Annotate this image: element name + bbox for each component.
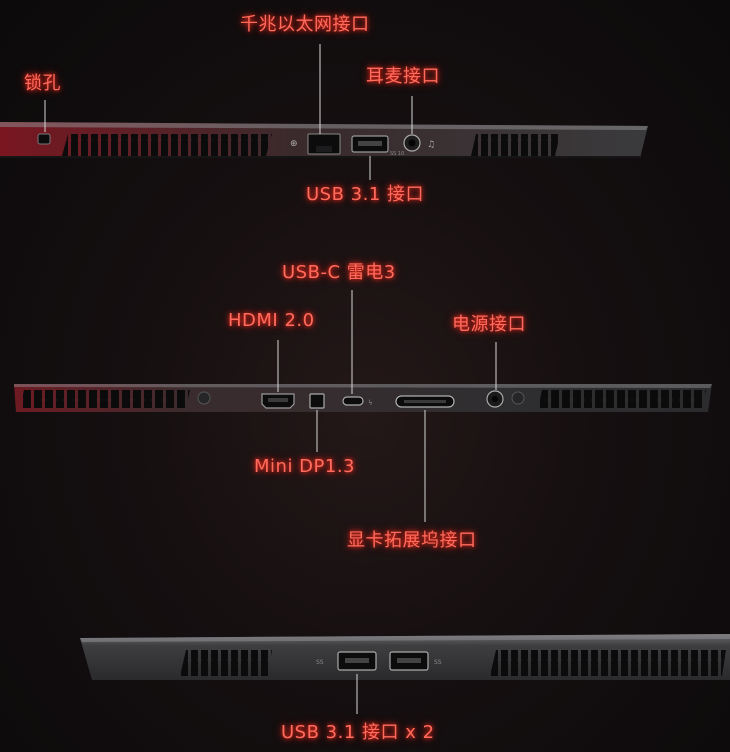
label-graphics-dock: 显卡拓展坞接口 [347, 530, 477, 551]
usb-a-port-icon: SS [316, 651, 377, 671]
ethernet-port-icon: ⊕ [290, 133, 341, 155]
label-mini-dp: Mini DP1.3 [254, 456, 356, 477]
svg-text:♫: ♫ [427, 140, 435, 150]
usb-a-port-icon: SS [389, 651, 442, 671]
mini-dp-port-icon [309, 393, 325, 409]
vent-rear-left [20, 390, 190, 408]
vent-left-2 [471, 134, 560, 156]
vent-left-1 [62, 134, 272, 156]
svg-text:SS: SS [434, 659, 442, 666]
hdmi-port-icon [261, 393, 295, 409]
svg-text:⊕: ⊕ [290, 139, 298, 149]
label-hdmi: HDMI 2.0 [228, 310, 315, 331]
label-usb31-rear: USB 3.1 接口 x 2 [281, 722, 435, 743]
label-lock-slot: 锁孔 [24, 73, 61, 94]
usb-a-port-icon: SS 10 [351, 135, 404, 157]
svg-text:ϟ: ϟ [368, 399, 373, 407]
label-headset-jack: 耳麦接口 [366, 66, 440, 87]
rear-side-view: ϟ [14, 384, 712, 412]
left-side-view: ⊕ SS 10 ♫ [0, 122, 648, 158]
right-side-view: SS SS [80, 634, 730, 680]
label-gigabit-ethernet: 千兆以太网接口 [240, 14, 370, 35]
headset-jack-icon: ♫ [403, 134, 435, 152]
usb-c-port-icon: ϟ [342, 396, 373, 407]
vent-right-1 [180, 650, 272, 676]
svg-text:SS 10: SS 10 [390, 151, 404, 157]
vent-right-2 [490, 650, 726, 676]
svg-text:SS: SS [316, 659, 324, 666]
vent-rear-right [538, 390, 706, 408]
label-usb31-left: USB 3.1 接口 [306, 184, 425, 205]
lock-slot-icon [37, 133, 51, 145]
power-port-icon [486, 390, 504, 408]
leader-lines [44, 44, 497, 714]
graphics-dock-port-icon [395, 395, 455, 408]
label-usbc-thunderbolt: USB-C 雷电3 [282, 262, 396, 283]
label-power: 电源接口 [452, 314, 526, 335]
